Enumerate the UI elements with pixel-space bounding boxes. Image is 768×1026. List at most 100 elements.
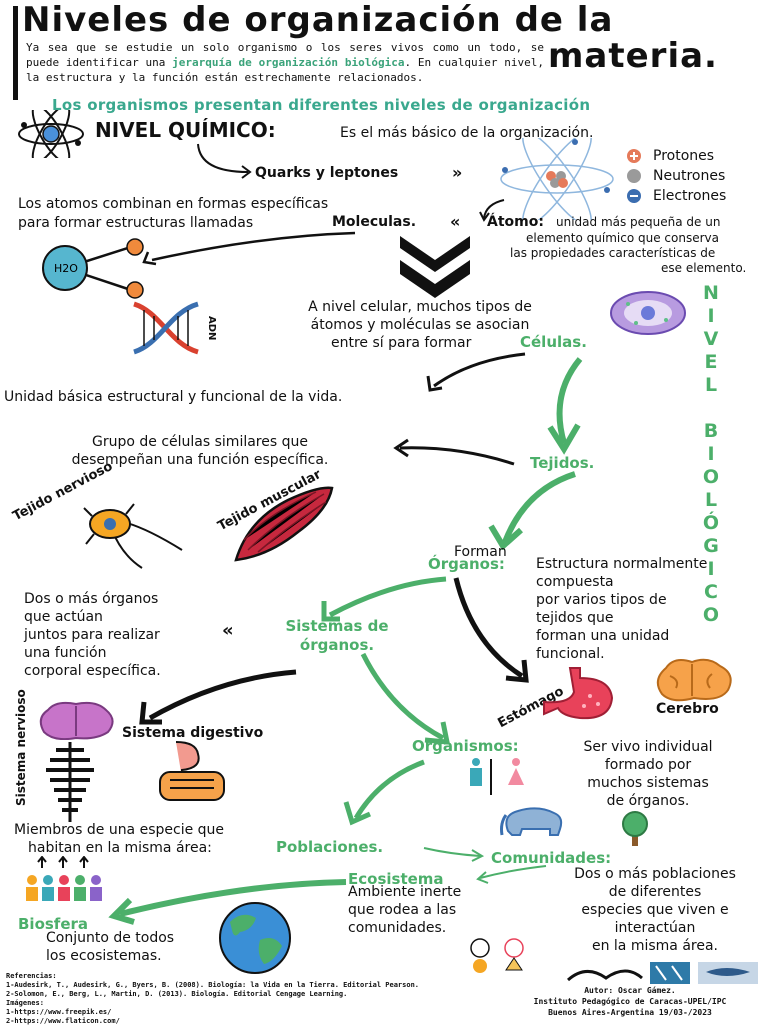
atom-icon [18,110,84,158]
page-title-line1: Niveles de organización de la [22,0,614,40]
green-arrow-to-sistemas [321,576,447,622]
celular-line3: entre sí para formar [331,335,472,351]
comunidad-desc-line-3: especies que viven e [581,902,729,918]
author-place: Buenos Aires-Argentina 19/03-/2023 [548,1008,712,1017]
organismo-desc-line-1: Ser vivo individual [583,739,713,755]
green-arrow-to-poblaciones [343,759,425,826]
stomach-icon [543,667,614,720]
sistemas-label-line2: órganos. [299,636,375,654]
cerebro-label: Cerebro [656,701,719,717]
ecosistema-desc-line-1: Ambiente inerte [348,884,462,900]
intro-highlight: jerarquía de organización biológica [172,56,405,69]
arrow-to-atomo [479,199,505,222]
nivel-quimico-desc: Es el más básico de la organización. [340,125,594,141]
author-block: Autor: Oscar Gámez. Instituto Pedagógico… [500,985,760,1018]
atomos-text-line2: para formar estructuras llamadas [18,215,254,231]
green-arrow-to-organos [488,471,576,550]
organo-desc-line-4: tejidos que [536,610,614,626]
green-arrow-to-comunidades [423,847,485,862]
atomo-desc-3: las propiedades características de [510,246,716,260]
celular-line1: A nivel celular, muchos tipos de [308,299,532,315]
sistema-nervioso-label: Sistema nervioso [14,689,28,806]
celula-desc: Unidad básica estructural y funcional de… [4,389,343,405]
organismo-desc-line-3: muchos sistemas [587,775,709,791]
vertical-letter: G [703,535,719,557]
vertical-letter [700,397,722,420]
vertical-letter: V [703,328,719,350]
sistema-digestivo-label: Sistema digestivo [122,725,264,741]
nervous-system-icon [46,742,94,822]
green-arrow-to-ecosistema [476,865,547,884]
double-chevron-left-icon: « [222,620,234,641]
adn-label: ADN [206,316,217,341]
reference-line-6: 2-https://www.flaticon.com/ [6,1017,120,1025]
arrow-to-estomago [453,577,529,683]
sistemas-desc-line-3: juntos para realizar [24,627,160,643]
arrow-to-molecule [142,231,356,266]
tejido-desc-1: Grupo de células similares que [92,434,308,450]
vertical-letter: I [707,443,715,465]
comunidades-label: Comunidades: [491,849,612,867]
vertical-letter: L [704,374,718,396]
poblacion-desc-2: habitan en la misma área: [28,840,212,856]
logo-strip-icon [567,962,758,984]
atomo-label: Átomo: [487,214,544,230]
tejido-desc-2: desempeñan una función específica. [71,452,329,468]
ecosistema-label: Ecosistema [348,870,444,888]
biosfera-desc-2: los ecosistemas. [46,948,162,964]
organos-label: Órganos: [428,555,505,573]
atomos-text-line1: Los atomos combinan en formas específica… [18,196,329,212]
green-arrow-to-biosfera [108,879,347,925]
cell-icon [610,291,686,335]
vertical-letter: E [704,351,718,373]
ecosistema-desc-line-3: comunidades. [348,920,447,936]
reference-line-5: 1-https://www.freepik.es/ [6,1008,112,1016]
sistemas-desc-line-2: que actúan [24,609,103,625]
author-name: Autor: Oscar Gámez. [584,986,676,995]
vertical-letter: I [707,558,715,580]
double-chevron-left-icon: « [450,212,461,231]
atom-model-icon [500,138,614,220]
elephant-icon [500,807,563,836]
double-chevron-icon: » [452,163,463,182]
subtitle: Los organismos presentan diferentes nive… [52,96,591,114]
legend-electrones: Electrones [653,188,727,204]
vertical-letter: C [704,581,718,603]
vertical-letter: Ó [702,512,720,534]
organo-desc-line-1: Estructura normalmente [536,556,708,572]
arrow-to-tejido-desc [393,438,515,466]
organismo-desc: Ser vivo individual formado por muchos sis… [560,738,736,810]
atomo-desc-4: ese elemento. [661,261,747,275]
sistemas-desc-line-4: una función [24,645,107,661]
references: Referencias:1-Audesirk, T., Audesirk, G.… [6,972,456,1026]
brain-icon [656,658,732,702]
celulas-label: Células. [520,333,587,351]
quarks-label: Quarks y leptones [255,165,399,181]
vertical-letter: L [704,489,718,511]
people-icon [470,758,524,795]
muscle-icon [234,486,334,562]
organo-desc-line-5: forman una unidad [536,628,670,644]
sistemas-desc-line-5: corporal específica. [24,663,161,679]
page-title-line2: materia. [548,36,718,76]
organo-desc-line-2: compuesta [536,574,614,590]
atomo-desc-1: unidad más pequeña de un [556,215,721,229]
celular-line2: átomos y moléculas se asocian [310,317,530,333]
biosfera-desc-1: Conjunto de todos [46,930,175,946]
neuron-icon [83,503,183,569]
brain-system-icon [39,701,114,740]
organismo-desc-line-2: formado por [604,757,692,773]
organo-desc-line-3: por varios tipos de [536,592,667,608]
organo-desc-line-6: funcional. [536,646,605,662]
forman-label: Forman [454,544,507,560]
particle-legend-icons [627,149,641,203]
organismos-label: Organismos: [412,737,519,755]
ecosystem-cycle-icon [470,938,524,973]
water-molecule-icon: H2O [42,238,144,299]
big-chevron-down-icon [400,236,470,298]
vertical-letter: N [703,282,719,304]
comunidad-desc-line-5: en la misma área. [591,938,718,954]
